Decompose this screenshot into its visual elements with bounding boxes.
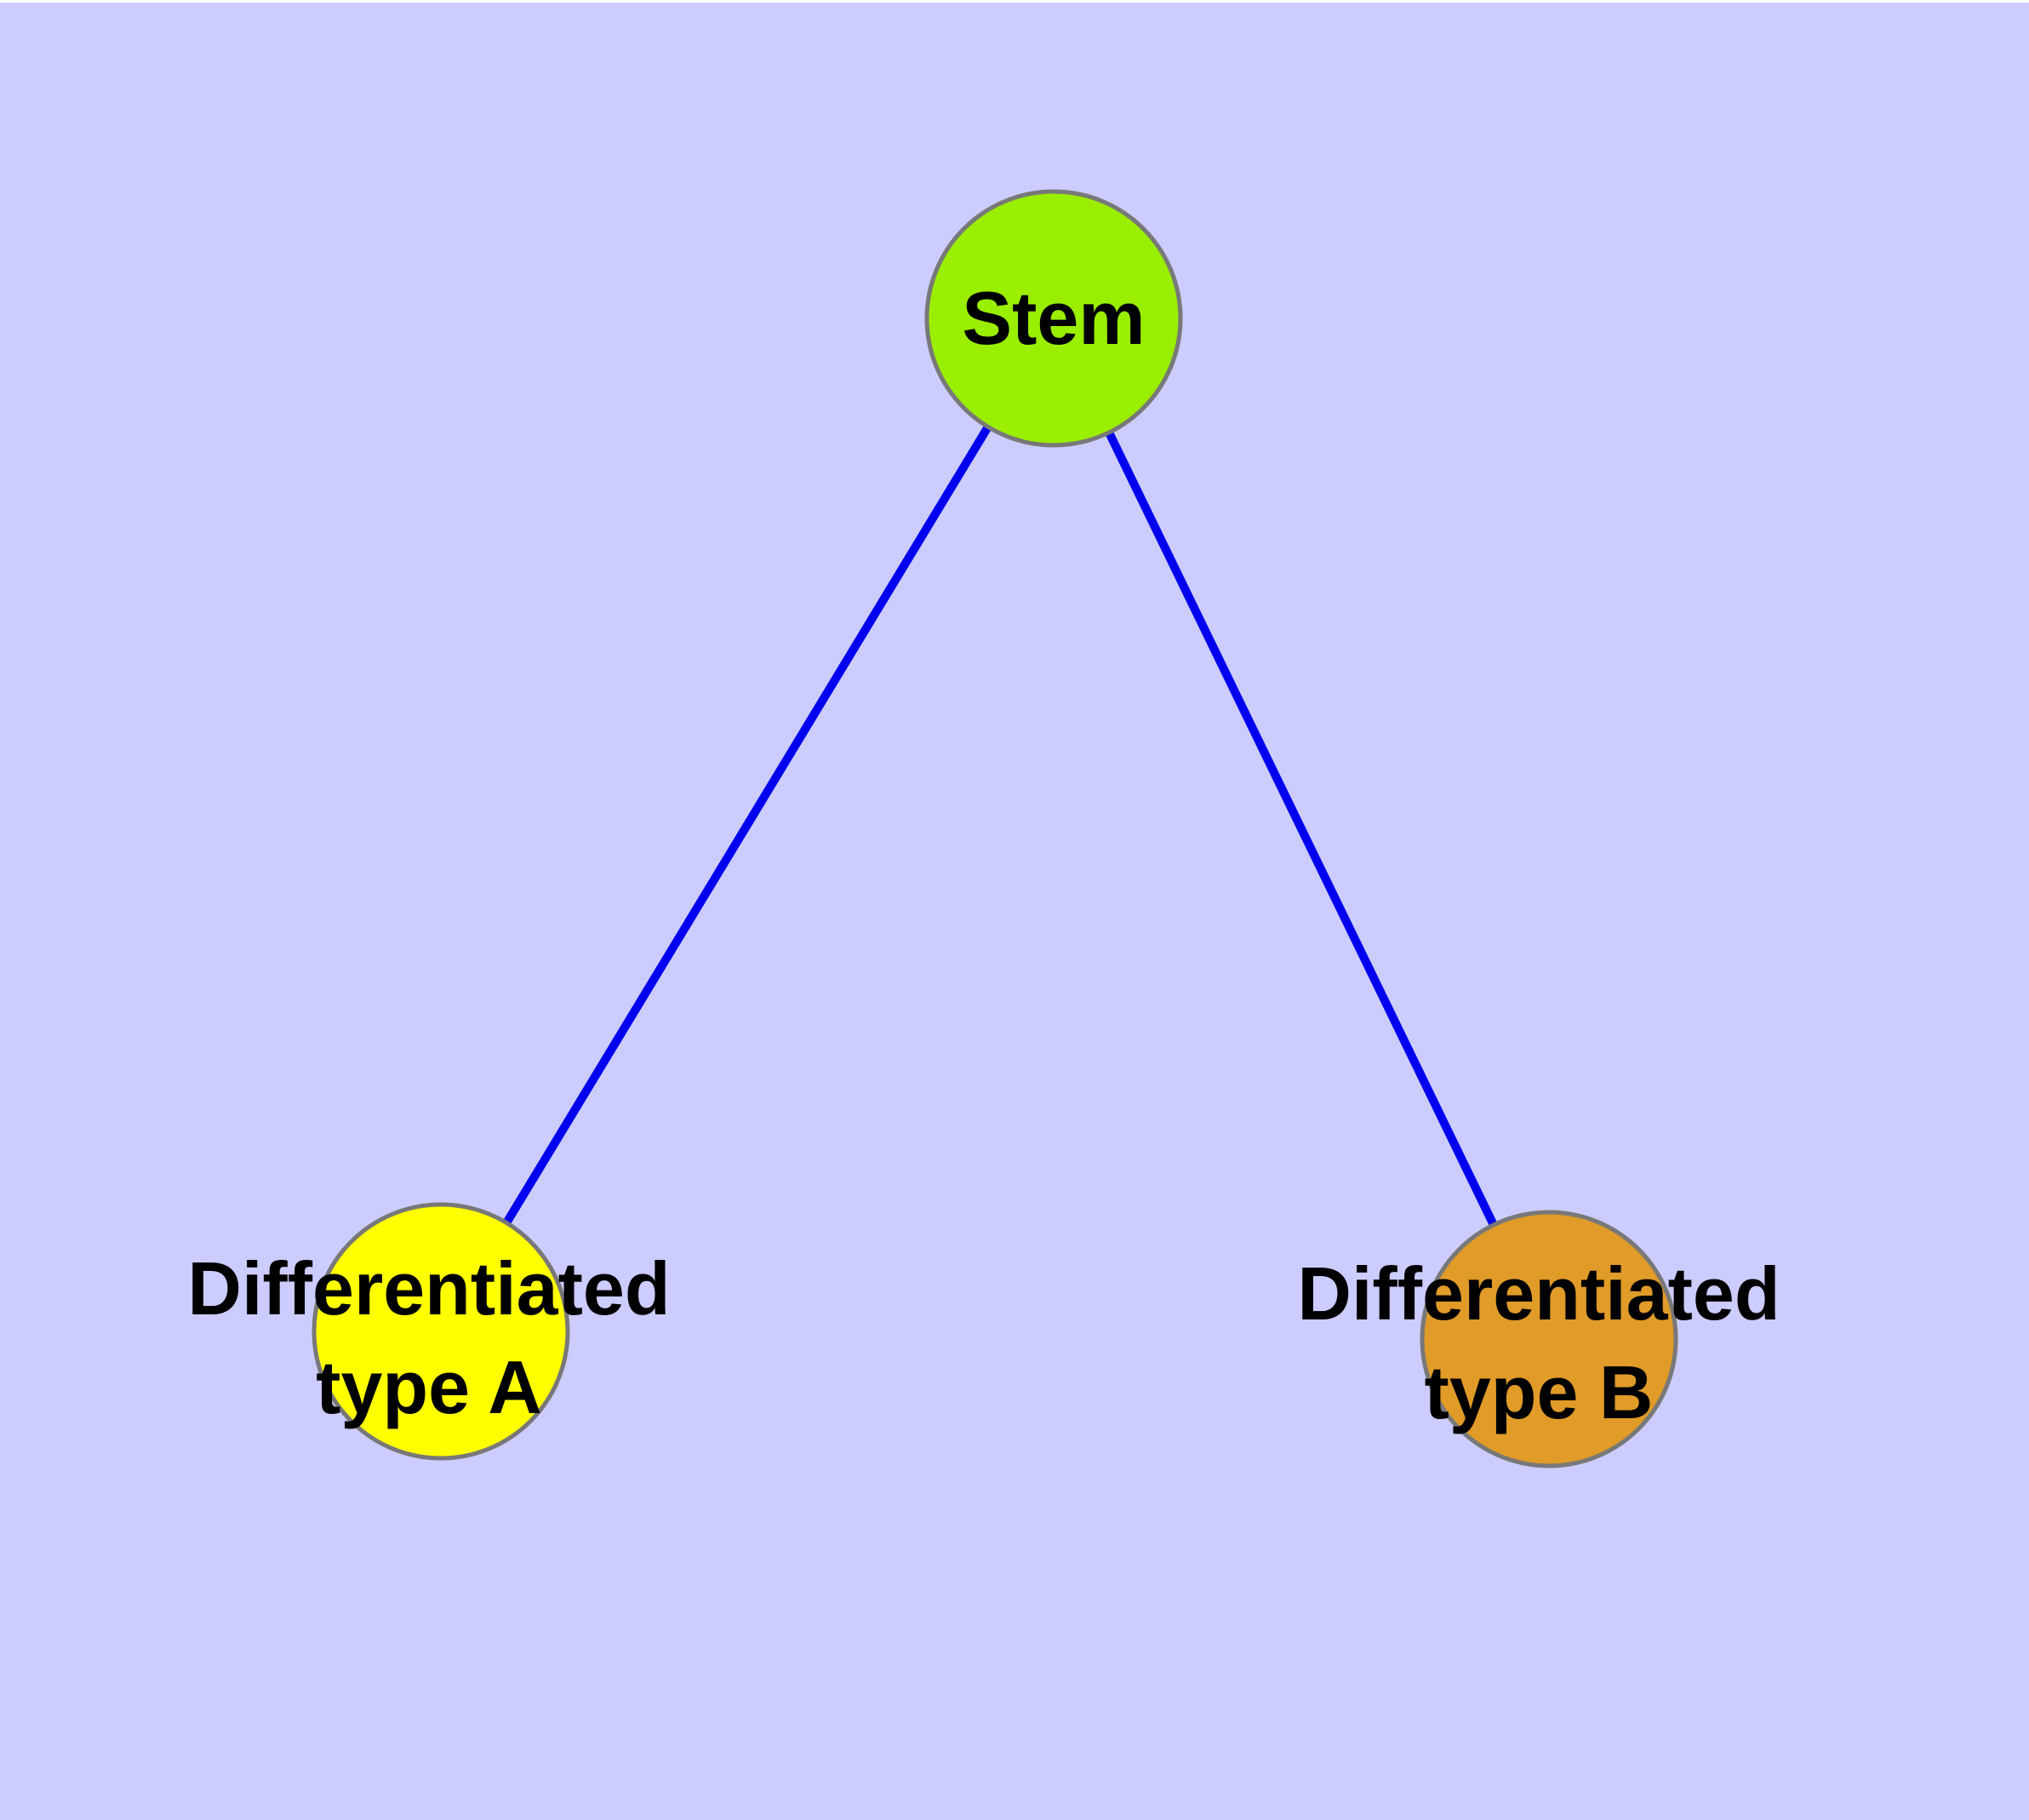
node-type-b-label: Differentiated type B xyxy=(1297,1245,1780,1442)
edge-stem-to-type-b xyxy=(1049,316,1553,1342)
graph-svg xyxy=(311,189,1678,1468)
node-stem-label: Stem xyxy=(962,276,1146,360)
node-type-a-circle xyxy=(311,1202,570,1461)
node-type-a-label-line2: type A xyxy=(316,1345,542,1429)
edge-stem-to-type-a xyxy=(437,316,1058,1334)
node-type-a-label: Differentiated type A xyxy=(187,1239,670,1437)
node-type-a-label-line1: Differentiated xyxy=(187,1246,671,1331)
node-type-b-label-line2: type B xyxy=(1424,1350,1654,1434)
diagram-canvas: Stem Differentiated type A Differentiate… xyxy=(0,3,2029,1820)
node-stem-circle xyxy=(924,189,1183,448)
node-type-b-label-line1: Differentiated xyxy=(1297,1251,1780,1336)
node-type-b-circle xyxy=(1420,1210,1678,1468)
